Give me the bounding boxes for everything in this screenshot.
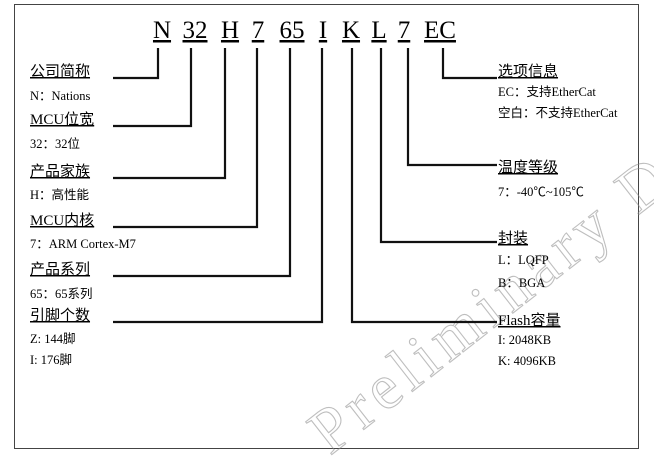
- watermark: Preliminary Datasheet: [294, 0, 654, 458]
- left-categories: 公司简称 N：Nations MCU位宽 32：32位 产品家族 H：高性能 M…: [30, 63, 136, 367]
- field-title: 选项信息: [498, 63, 558, 80]
- field-title: 公司简称: [30, 63, 90, 80]
- connector-company: [113, 48, 160, 80]
- field-title: 温度等级: [498, 158, 558, 176]
- field-package: 封装 L：LQFP B：BGA: [498, 230, 549, 290]
- code-segment-3: H: [221, 17, 239, 44]
- connector-pins: [113, 48, 324, 324]
- field-value: H：高性能: [30, 187, 90, 202]
- connector-options: [441, 48, 497, 80]
- field-company: 公司简称 N：Nations: [30, 63, 91, 103]
- field-value: EC：支持EtherCat: [498, 84, 596, 99]
- code-segment-8: L: [371, 17, 386, 44]
- field-title: MCU内核: [30, 212, 94, 229]
- field-title: 封装: [498, 230, 528, 247]
- diagram-border: [14, 4, 639, 449]
- field-options: 选项信息 EC：支持EtherCat 空白：不支持EtherCat: [498, 63, 618, 120]
- code-segment-2: 32: [183, 17, 208, 44]
- field-value: 65：65系列: [30, 287, 93, 301]
- field-pins: 引脚个数 Z: 144脚 I: 176脚: [30, 307, 90, 367]
- field-flash: Flash容量 I: 2048KB K: 4096KB: [498, 312, 561, 368]
- field-value: I: 176脚: [30, 352, 72, 367]
- field-value: K: 4096KB: [498, 354, 556, 368]
- connector-lines: [113, 48, 497, 324]
- field-title: 产品家族: [30, 163, 90, 180]
- code-segment-7: K: [342, 17, 360, 44]
- field-family: 产品家族 H：高性能: [30, 163, 90, 202]
- field-value: N：Nations: [30, 89, 91, 103]
- field-mcu-width: MCU位宽 32：32位: [30, 111, 94, 151]
- field-title: 产品系列: [30, 261, 90, 278]
- field-value: L：LQFP: [498, 253, 549, 267]
- connector-temperature: [406, 48, 497, 167]
- field-temperature: 温度等级 7：-40℃~105℃: [498, 158, 584, 199]
- field-value: 7：ARM Cortex-M7: [30, 237, 136, 251]
- field-value: I: 2048KB: [498, 333, 551, 347]
- code-segment-5: 65: [280, 17, 305, 44]
- connector-package: [379, 48, 497, 244]
- field-value: 空白：不支持EtherCat: [498, 105, 618, 120]
- field-series: 产品系列 65：65系列: [30, 261, 93, 301]
- field-value: 7：-40℃~105℃: [498, 185, 584, 199]
- field-value: 32：32位: [30, 136, 80, 151]
- field-value: Z: 144脚: [30, 331, 75, 346]
- field-title: Flash容量: [498, 312, 561, 329]
- field-core: MCU内核 7：ARM Cortex-M7: [30, 212, 136, 251]
- field-title: MCU位宽: [30, 111, 94, 128]
- connector-flash: [350, 48, 497, 324]
- field-title: 引脚个数: [30, 307, 90, 324]
- connector-series: [113, 48, 292, 278]
- code-segment-9: 7: [398, 17, 411, 44]
- code-segment-4: 7: [252, 17, 265, 44]
- code-segment-6: I: [319, 17, 327, 44]
- connector-mcu-width: [113, 48, 193, 128]
- field-value: B：BGA: [498, 276, 545, 290]
- right-categories: 选项信息 EC：支持EtherCat 空白：不支持EtherCat 温度等级 7…: [498, 63, 618, 368]
- code-segment-1: N: [153, 17, 171, 44]
- connector-core: [113, 48, 259, 229]
- connector-family: [113, 48, 227, 180]
- code-segment-10: EC: [424, 17, 456, 44]
- part-number: N 32 H 7 65 I K L 7 EC: [153, 17, 456, 44]
- svg-text:Preliminary Datasheet: Preliminary Datasheet: [295, 0, 654, 458]
